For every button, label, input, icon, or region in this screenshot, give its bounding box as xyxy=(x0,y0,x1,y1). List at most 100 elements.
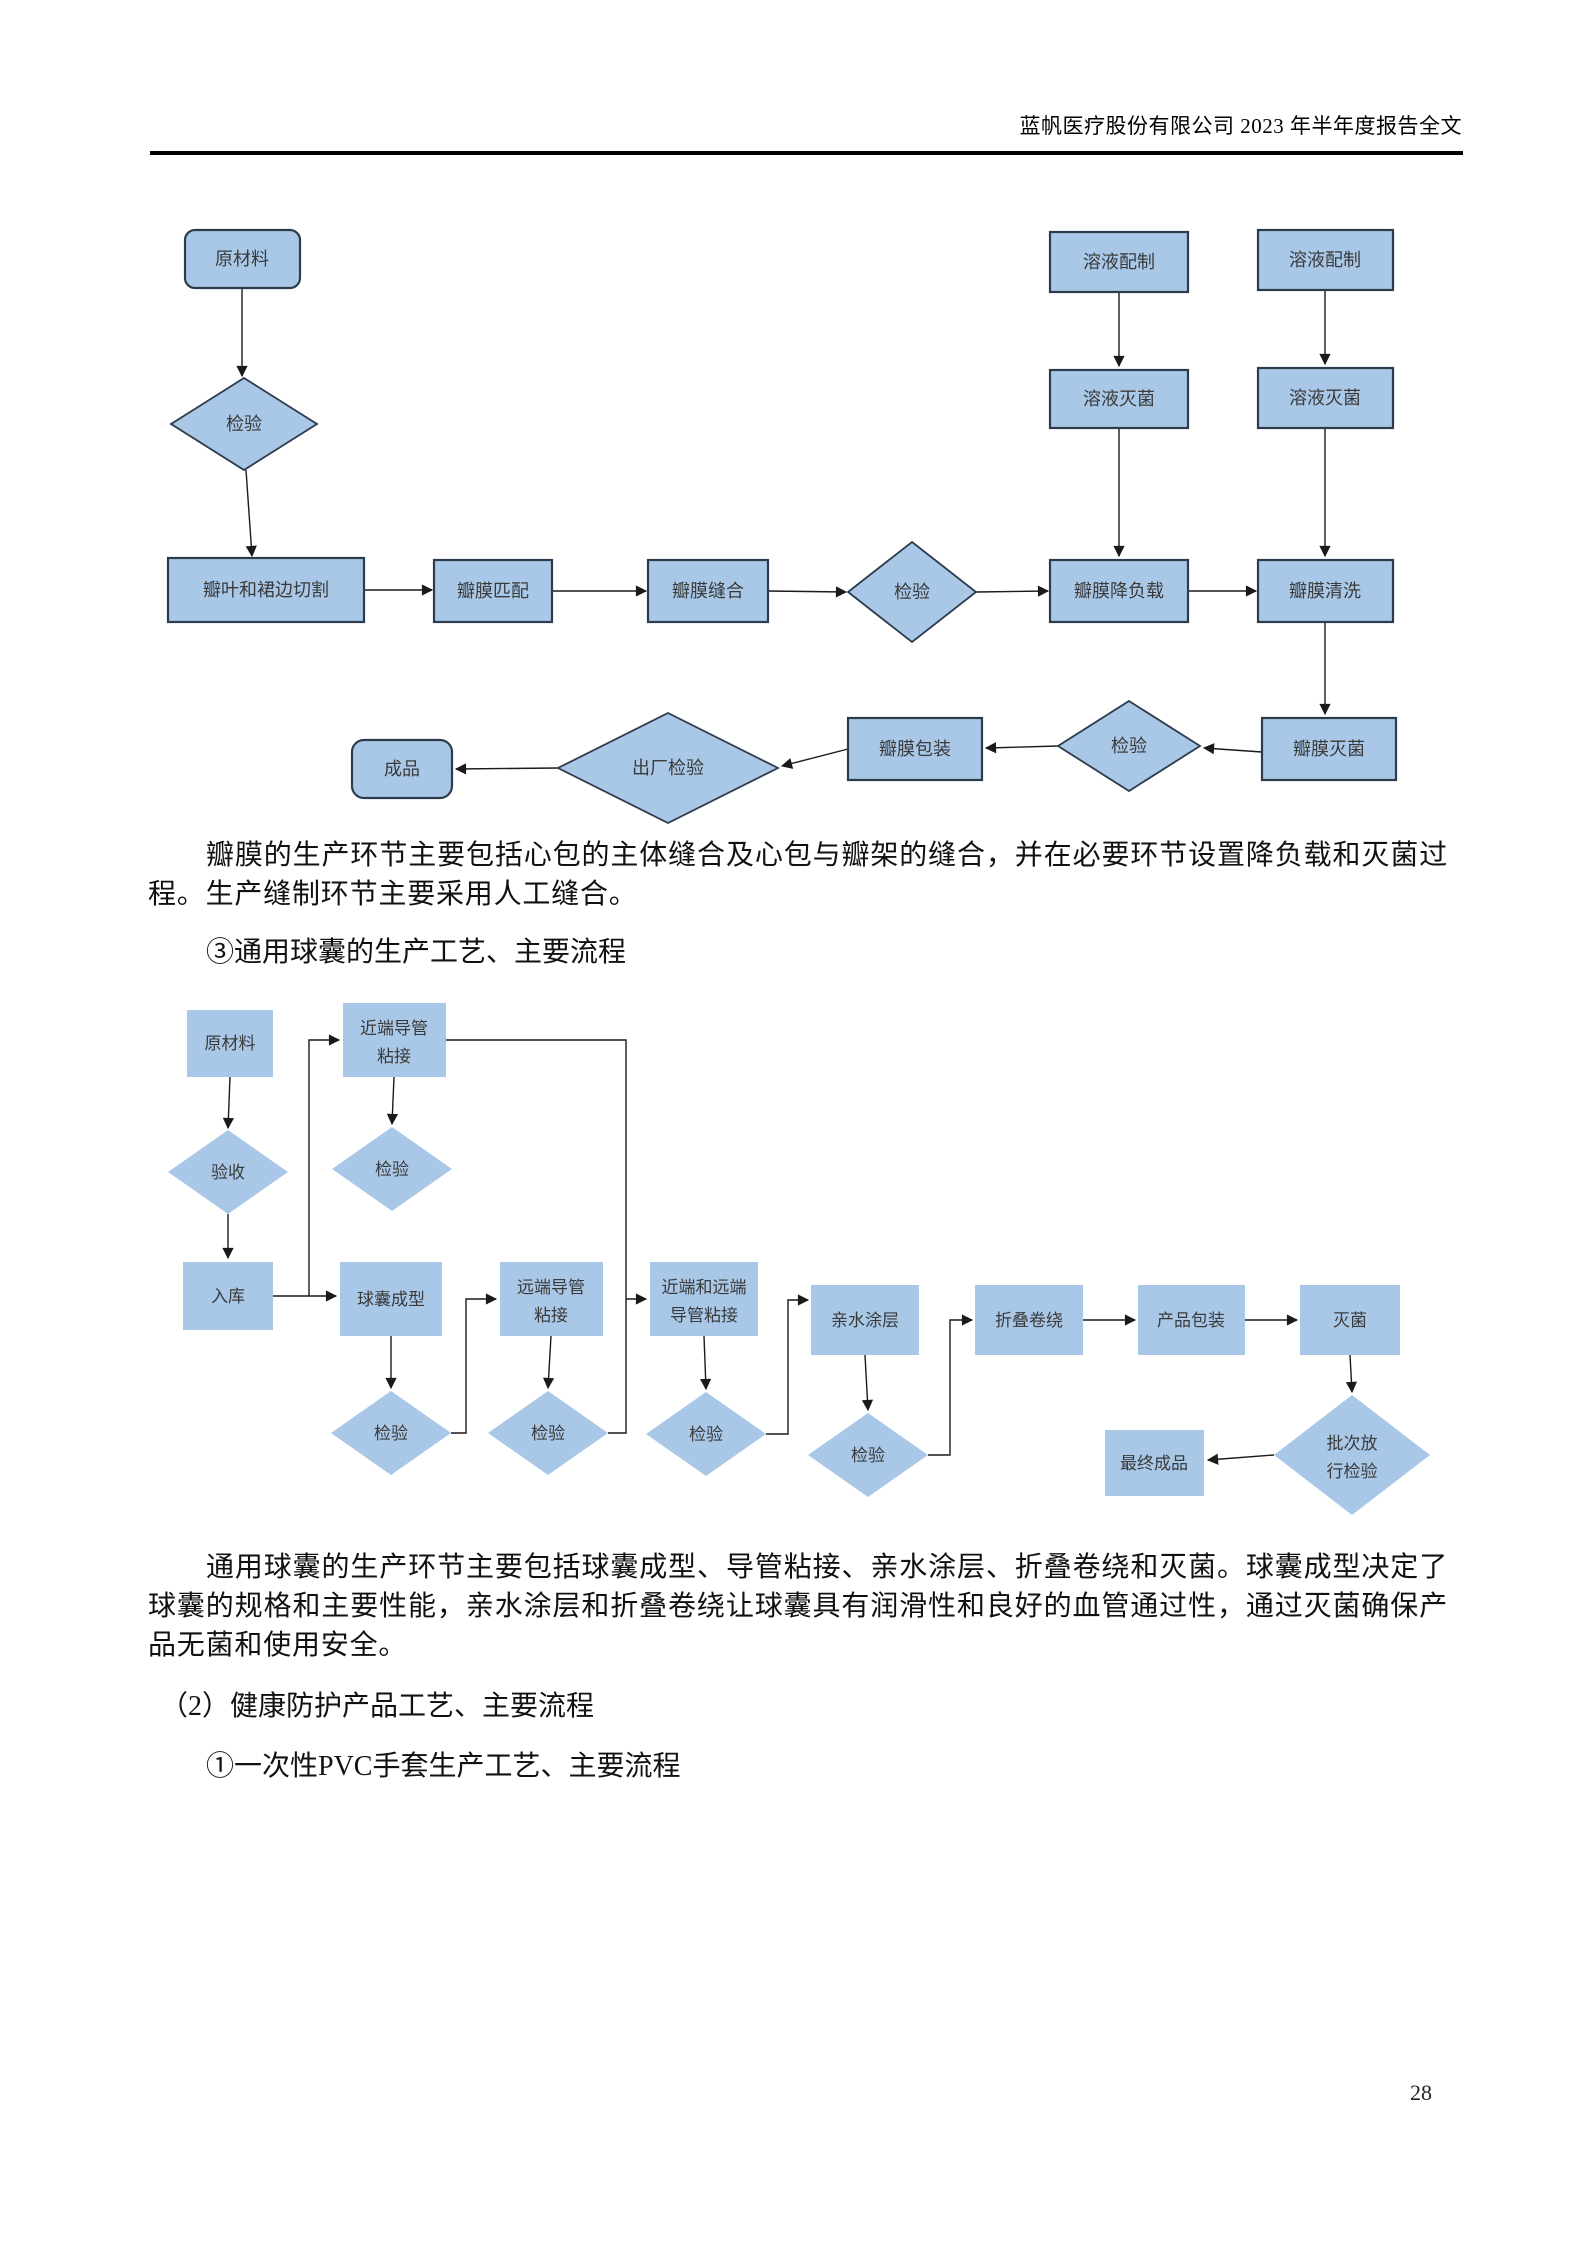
node-proximal-distal-bonding-label: 导管粘接 xyxy=(670,1306,738,1325)
connector-arrow xyxy=(245,469,257,558)
node-sterilization xyxy=(1300,1285,1400,1355)
page-number: 28 xyxy=(1410,2080,1432,2105)
node-distal-catheter-bonding-label: 粘接 xyxy=(534,1306,568,1325)
node-proximal-distal-bonding xyxy=(650,1262,758,1336)
node-valve-sewing xyxy=(646,558,770,624)
node-batch-release-inspection-label: 批次放 xyxy=(1327,1434,1378,1453)
node-leaflet-skirt-cutting xyxy=(166,556,366,624)
node-inspection-a xyxy=(332,1127,452,1211)
node-solution-prep-2 xyxy=(1256,228,1395,292)
node-solution-prep-2-label: 溶液配制 xyxy=(1289,250,1361,270)
node-distal-catheter-bonding xyxy=(500,1262,603,1336)
connector-arrow xyxy=(1206,1453,1275,1465)
paragraph-valve-description: 瓣膜的生产环节主要包括心包的主体缝合及心包与瓣架的缝合，并在必要环节设置降负载和… xyxy=(148,840,1448,910)
connector-arrow xyxy=(1202,743,1263,755)
node-inspection-d-label: 检验 xyxy=(689,1425,723,1444)
node-leaflet-skirt-cutting-label: 瓣叶和裙边切割 xyxy=(203,580,329,600)
node-warehouse-label: 入库 xyxy=(211,1287,245,1306)
node-hydrophilic-coating-label: 亲水涂层 xyxy=(831,1311,899,1330)
node-valve-sterilize xyxy=(1260,716,1398,782)
node-inspection-e xyxy=(808,1413,928,1497)
node-hydrophilic-coating xyxy=(811,1285,919,1355)
flowchart-valve: 原材料 检验 瓣叶和裙边切割 瓣膜匹配 瓣膜缝合 检验 瓣膜降负载 瓣膜清洗 溶… xyxy=(166,228,1398,825)
node-solution-sterilize-2 xyxy=(1256,366,1395,430)
node-finished-product-label: 成品 xyxy=(384,759,420,779)
node-proximal-catheter-bonding-label: 近端导管 xyxy=(360,1019,428,1038)
node-solution-sterilize-1 xyxy=(1048,368,1190,430)
node-inspection-2 xyxy=(846,540,978,644)
node-inspection-3-label: 检验 xyxy=(1111,736,1147,756)
node-inspection-e-label: 检验 xyxy=(851,1446,885,1465)
node-inspection-c-label: 检验 xyxy=(531,1424,565,1443)
connector-arrow xyxy=(984,742,1059,754)
header-rule xyxy=(150,151,1463,155)
node-inspection-3 xyxy=(1056,699,1202,793)
connector-arrow xyxy=(766,1294,810,1435)
node-batch-release-inspection xyxy=(1274,1395,1430,1515)
node-acceptance-check xyxy=(168,1130,288,1214)
node-valve-washing-label: 瓣膜清洗 xyxy=(1289,581,1361,601)
connector-arrow xyxy=(1345,1354,1358,1394)
node-factory-inspection-label: 出厂检验 xyxy=(632,758,704,778)
connector-arrow xyxy=(454,763,559,775)
node-inspection-a-label: 检验 xyxy=(375,1160,409,1179)
connector-arrow xyxy=(451,1293,498,1434)
node-fold-and-wrap xyxy=(975,1285,1083,1355)
node-inspection-b xyxy=(331,1391,451,1475)
connector-arrow xyxy=(975,585,1050,597)
node-solution-prep-1 xyxy=(1048,230,1190,294)
node-fold-and-wrap-label: 折叠卷绕 xyxy=(995,1311,1063,1330)
node-final-product-label: 最终成品 xyxy=(1120,1454,1188,1473)
heading-health-protection: （2）健康防护产品工艺、主要流程 xyxy=(160,1691,595,1722)
connector-arrow xyxy=(928,1314,974,1456)
connector-line xyxy=(446,1039,627,1434)
connector-arrow xyxy=(386,1076,399,1126)
node-finished-product xyxy=(350,738,454,800)
node-valve-matching-label: 瓣膜匹配 xyxy=(457,581,529,601)
node-inspection-1-label: 检验 xyxy=(226,414,262,434)
node-inspection-c xyxy=(488,1391,608,1475)
connector-arrow xyxy=(308,1034,341,1296)
node-balloon-forming-label: 球囊成型 xyxy=(357,1290,425,1309)
node-batch-release-inspection-label: 行检验 xyxy=(1327,1462,1378,1481)
connector-arrow xyxy=(780,748,849,769)
node-distal-catheter-bonding-label: 远端导管 xyxy=(517,1278,585,1297)
node-valve-matching xyxy=(432,558,554,624)
node-valve-washing xyxy=(1256,558,1395,624)
node-proximal-distal-bonding-label: 近端和远端 xyxy=(662,1278,747,1297)
node-proximal-catheter-bonding-label: 粘接 xyxy=(377,1047,411,1066)
node-factory-inspection xyxy=(555,711,781,825)
heading-balloon-process: ③通用球囊的生产工艺、主要流程 xyxy=(206,937,627,968)
connector-arrow xyxy=(542,1335,555,1390)
heading-pvc-glove: ①一次性PVC手套生产工艺、主要流程 xyxy=(206,1751,681,1782)
node-product-packing-label: 产品包装 xyxy=(1157,1311,1225,1330)
node-acceptance-check-label: 验收 xyxy=(211,1163,245,1182)
connector-arrow xyxy=(700,1335,712,1391)
node-raw-material-2-label: 原材料 xyxy=(205,1034,256,1053)
node-raw-material-label: 原材料 xyxy=(215,249,269,269)
node-final-product xyxy=(1105,1430,1204,1496)
node-inspection-b-label: 检验 xyxy=(374,1424,408,1443)
node-solution-sterilize-1-label: 溶液灭菌 xyxy=(1083,389,1155,409)
node-valve-sewing-label: 瓣膜缝合 xyxy=(672,581,744,601)
connector-arrow xyxy=(222,1076,234,1130)
connector-arrow xyxy=(767,586,848,598)
node-raw-material-2 xyxy=(187,1010,273,1077)
node-product-packing xyxy=(1138,1285,1245,1355)
node-sterilization-label: 灭菌 xyxy=(1333,1311,1367,1330)
node-valve-deloading-label: 瓣膜降负载 xyxy=(1074,581,1164,601)
node-valve-sterilize-label: 瓣膜灭菌 xyxy=(1293,739,1365,759)
node-solution-sterilize-2-label: 溶液灭菌 xyxy=(1289,388,1361,408)
flowchart-balloon: 原材料 近端导管 粘接 验收 检验 入库 球囊成型 远端导管 粘接 近端和远端 … xyxy=(168,1003,1430,1515)
node-inspection-2-label: 检验 xyxy=(894,582,930,602)
node-warehouse xyxy=(183,1262,273,1330)
node-balloon-forming xyxy=(340,1262,442,1336)
node-valve-deloading xyxy=(1048,558,1190,624)
report-header-title: 蓝帆医疗股份有限公司 2023 年半年度报告全文 xyxy=(1019,114,1462,138)
node-valve-packing xyxy=(846,716,984,782)
node-valve-packing-label: 瓣膜包装 xyxy=(879,739,951,759)
node-raw-material xyxy=(183,228,302,290)
paragraph-balloon-description: 通用球囊的生产环节主要包括球囊成型、导管粘接、亲水涂层、折叠卷绕和灭菌。球囊成型… xyxy=(148,1552,1448,1661)
